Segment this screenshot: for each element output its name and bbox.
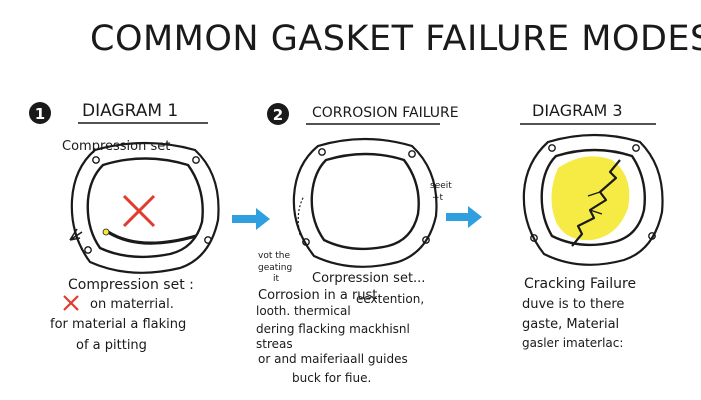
panel-3-caption-line: duve is to there <box>522 297 624 312</box>
panel-2: 2 CORROSION FAILURE seeit +t vot the gea… <box>256 103 459 385</box>
panel-2-side-label: seeit <box>430 181 452 191</box>
bolt-hole <box>648 232 656 240</box>
gasket-1 <box>69 141 220 274</box>
small-red-x-icon <box>63 295 79 311</box>
panel-2-caption-line: streas <box>256 337 293 351</box>
bolt-hole <box>632 144 640 152</box>
panel-3-caption-line: gasler imaterlac: <box>522 336 623 350</box>
panel-1: 1 DIAGRAM 1 Compression set Compression … <box>29 101 220 353</box>
panel-2-left-label: it <box>273 274 280 284</box>
page-title: COMMON GASKET FAILURE MODES <box>90 19 701 59</box>
crack-branch <box>587 191 603 215</box>
gasket-3 <box>522 133 664 266</box>
blue-arrow-1 <box>232 208 270 230</box>
gasket-3-outer <box>522 133 664 266</box>
step-1-number: 1 <box>35 105 45 123</box>
bolt-hole <box>548 144 556 152</box>
panel-3-caption-line: Cracking Failure <box>524 276 636 292</box>
panel-2-side-label: +t <box>432 193 444 203</box>
panel-1-caption-line: on materrial. <box>90 297 174 312</box>
gasket-2 <box>292 137 438 268</box>
panel-2-left-label: vot the <box>258 251 290 261</box>
crack-line <box>571 159 621 247</box>
gasket-2-inner <box>310 152 420 251</box>
step-1-badge <box>29 102 51 124</box>
gasket-1-outer <box>70 141 220 274</box>
panel-3-caption-line: gaste, Material <box>522 317 619 332</box>
step-2-badge <box>267 103 289 125</box>
panel-2-left-label: geating <box>258 263 292 273</box>
gasket-1-inner <box>86 157 204 259</box>
pointer-line <box>297 195 305 236</box>
panel-2-caption-line: Corrosion in a rust <box>258 288 377 303</box>
gasket-3-inner <box>540 148 646 247</box>
panel-2-caption-line: buck for fiue. <box>292 371 371 385</box>
gasket-2-outer <box>292 137 438 268</box>
panel-2-caption-line: dering flacking mackhisnl <box>256 322 410 336</box>
bolt-hole <box>192 156 200 164</box>
bolt-hole <box>84 246 92 254</box>
bolt-hole <box>204 236 212 244</box>
panel-3: DIAGRAM 3 Cracking Failure duve is to th… <box>520 101 664 350</box>
panel-1-caption-line: of a pitting <box>76 338 147 353</box>
bolt-hole <box>92 156 100 164</box>
panel-2-caption-line: Corpression set... <box>312 271 425 286</box>
red-x-mark <box>122 194 156 228</box>
step-2-number: 2 <box>273 106 283 124</box>
bolt-hole <box>530 234 538 242</box>
panel-3-heading: DIAGRAM 3 <box>532 101 623 120</box>
pointer-arrow <box>69 228 83 241</box>
panel-1-heading: DIAGRAM 1 <box>82 101 178 121</box>
panel-2-caption-line: eextention, <box>356 292 424 306</box>
panel-1-caption-line: Compression set : <box>68 277 194 293</box>
panel-1-caption-line: for material a flaking <box>50 317 186 332</box>
yellow-crack-zone <box>551 156 630 241</box>
panel-2-caption-line: or and maiferiaall guides <box>258 352 408 366</box>
bolt-hole <box>302 238 310 246</box>
gasket-1-compressed-edge <box>107 230 197 245</box>
panel-1-label: Compression set <box>62 139 170 154</box>
bolt-hole <box>318 148 326 156</box>
panel-2-caption-line: looth. thermical <box>256 304 351 318</box>
panel-2-heading: CORROSION FAILURE <box>312 105 459 121</box>
bolt-hole <box>422 236 430 244</box>
yellow-defect-dot <box>102 228 110 236</box>
bolt-hole <box>408 150 416 158</box>
blue-arrow-2 <box>446 206 482 228</box>
